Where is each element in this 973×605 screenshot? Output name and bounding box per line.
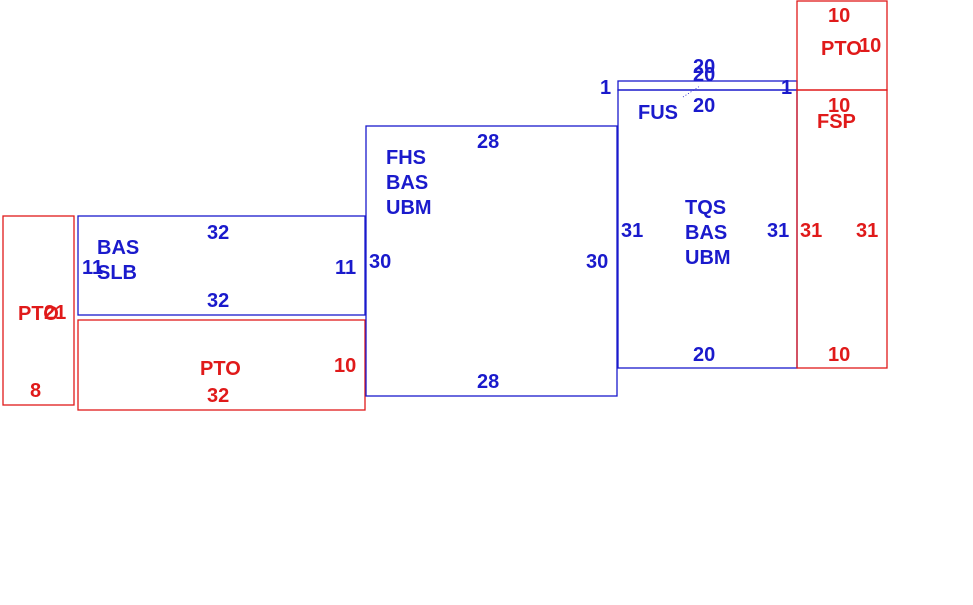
fsp-label: FSP	[817, 111, 856, 133]
tqs-bottom-count: 20	[693, 344, 715, 366]
bas-slb-left-count: 11	[82, 257, 103, 279]
fsp-right-count: 31	[856, 220, 878, 242]
fhs-panel	[365, 125, 618, 397]
tqs-right-count: 31	[767, 220, 789, 242]
pto-bottom-label: PTO	[200, 358, 241, 380]
fhs-right-count: 30	[586, 251, 608, 273]
fhs-top-count: 28	[477, 131, 499, 153]
bas-slb-panel	[77, 215, 366, 316]
pto-left-panel	[2, 215, 75, 406]
pto-bottom-panel	[77, 319, 366, 411]
fhs-label-line2: BAS	[386, 172, 428, 194]
pto-left-bottom-count: 8	[30, 380, 41, 402]
pto-bottom-right-count: 10	[334, 355, 356, 377]
fsp-bottom-count: 10	[828, 344, 850, 366]
pto-left-label: PTO	[18, 303, 59, 325]
fus-below-count: 20	[693, 95, 715, 117]
fhs-label-line3: UBM	[386, 197, 432, 219]
fhs-left-count: 30	[369, 251, 391, 273]
fhs-bottom-count: 28	[477, 371, 499, 393]
pto-left-top-count: 21	[44, 302, 66, 324]
fus-right-count: 1	[781, 77, 792, 99]
fsp-panel	[796, 89, 888, 369]
tqs-label-line1: TQS	[685, 197, 726, 219]
fsp-left-count: 31	[800, 220, 822, 242]
fhs-label-line1: FHS	[386, 147, 426, 169]
bas-slb-label-line2: SLB	[97, 262, 137, 284]
tqs-label-line2: BAS	[685, 222, 727, 244]
fus-label: FUS	[638, 102, 678, 124]
tqs-left-count: 31	[621, 220, 643, 242]
pto-bottom-count: 32	[207, 385, 229, 407]
fsp-top-count: 10	[828, 95, 850, 117]
pto-top-right-count: 10	[859, 35, 881, 57]
bas-slb-label-line1: BAS	[97, 237, 139, 259]
bas-slb-right-count: 11	[335, 257, 356, 279]
fus-left-count: 1	[600, 77, 611, 99]
bas-slb-bottom-count: 32	[207, 290, 229, 312]
pto-top-count: 10	[828, 5, 850, 27]
tqs-label-line3: UBM	[685, 247, 731, 269]
fus-leader-line	[682, 85, 701, 98]
fus-top-count-1: 20	[693, 56, 715, 78]
fus-top-count-2: 20	[693, 64, 715, 86]
bas-slb-top-count: 32	[207, 222, 229, 244]
pto-top-label: PTO	[821, 38, 862, 60]
